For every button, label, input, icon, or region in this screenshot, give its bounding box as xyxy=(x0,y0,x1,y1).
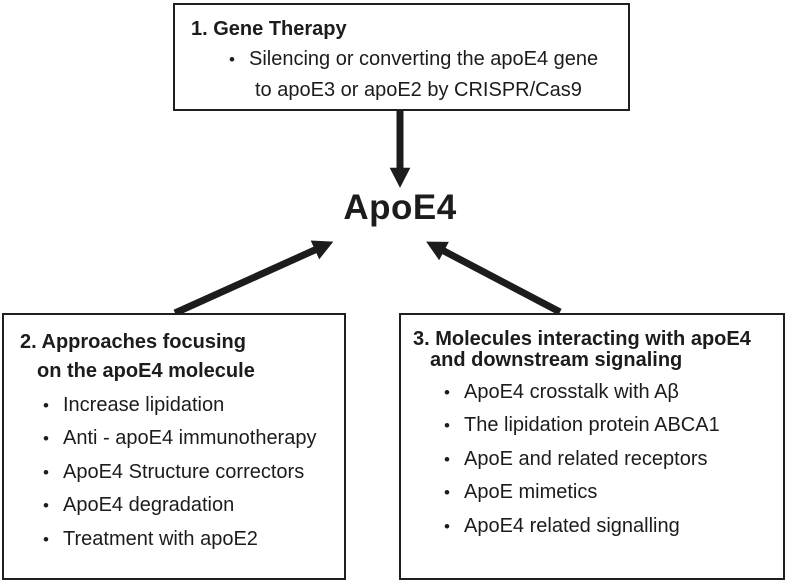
list-item-text: ApoE mimetics xyxy=(464,481,598,504)
interacting-molecules-list: • ApoE4 crosstalk with Aβ • The lipidati… xyxy=(401,376,779,543)
apoe4-molecule-title: 2. Approaches focusing on the apoE4 mole… xyxy=(4,328,338,386)
list-item-text: ApoE and related receptors xyxy=(464,447,708,470)
list-item-text: The lipidation protein ABCA1 xyxy=(464,414,720,437)
gene-therapy-bullet-text-line2: to apoE3 or apoE2 by CRISPR/Cas9 xyxy=(255,79,582,101)
apoe4-molecule-title-line1: 2. Approaches focusing xyxy=(20,331,246,353)
interacting-molecules-title-line2: and downstream signaling xyxy=(430,349,683,371)
arrow-right-box-to-apoe4-icon xyxy=(426,241,562,316)
bullet-icon: • xyxy=(43,429,49,449)
interacting-molecules-box: 3. Molecules interacting with apoE4 and … xyxy=(399,313,785,580)
gene-therapy-title: 1. Gene Therapy xyxy=(191,18,347,40)
bullet-icon: • xyxy=(43,529,49,549)
bullet-icon: • xyxy=(229,50,235,69)
list-item: • Anti - apoE4 immunotherapy xyxy=(43,422,338,455)
gene-therapy-bullet: • Silencing or converting the apoE4 gene xyxy=(191,44,620,75)
bullet-icon: • xyxy=(444,516,450,536)
bullet-icon: • xyxy=(43,462,49,482)
list-item: • ApoE4 crosstalk with Aβ xyxy=(444,376,779,409)
list-item: • ApoE and related receptors xyxy=(444,443,779,476)
apoe4-central-label: ApoE4 xyxy=(343,188,457,227)
list-item-text: ApoE4 related signalling xyxy=(464,514,680,537)
bullet-icon: • xyxy=(43,396,49,415)
apoe4-molecule-box: 2. Approaches focusing on the apoE4 mole… xyxy=(2,313,346,580)
bullet-icon: • xyxy=(43,496,49,516)
list-item: • The lipidation protein ABCA1 xyxy=(444,409,779,442)
interacting-molecules-title-line1: 3. Molecules interacting with apoE4 xyxy=(413,328,751,350)
bullet-icon: • xyxy=(444,383,450,402)
list-item: • Treatment with apoE2 xyxy=(43,523,338,556)
list-item-text: ApoE4 Structure correctors xyxy=(63,460,305,483)
list-item-text: Treatment with apoE2 xyxy=(63,527,258,550)
arrow-left-box-to-apoe4-icon xyxy=(173,240,334,317)
list-item-text: ApoE4 crosstalk with Aβ xyxy=(464,381,679,403)
list-item-text: ApoE4 degradation xyxy=(63,494,235,517)
list-item: • Increase lipidation xyxy=(43,389,338,422)
bullet-icon: • xyxy=(444,449,450,469)
gene-therapy-bullet-text: Silencing or converting the apoE4 gene xyxy=(249,48,599,70)
list-item: • ApoE4 degradation xyxy=(43,489,338,522)
bullet-icon: • xyxy=(444,483,450,503)
bullet-icon: • xyxy=(444,416,450,436)
list-item: • ApoE4 related signalling xyxy=(444,510,779,543)
apoe4-molecule-list: • Increase lipidation • Anti - apoE4 imm… xyxy=(4,389,338,556)
gene-therapy-box: 1. Gene Therapy • Silencing or convertin… xyxy=(173,3,630,111)
list-item: • ApoE4 Structure correctors xyxy=(43,456,338,489)
apoe4-molecule-title-line2: on the apoE4 molecule xyxy=(37,360,255,382)
list-item-text: Increase lipidation xyxy=(63,394,225,416)
list-item: • ApoE mimetics xyxy=(444,476,779,509)
interacting-molecules-title: 3. Molecules interacting with apoE4 and … xyxy=(401,329,779,371)
list-item-text: Anti - apoE4 immunotherapy xyxy=(63,427,317,450)
